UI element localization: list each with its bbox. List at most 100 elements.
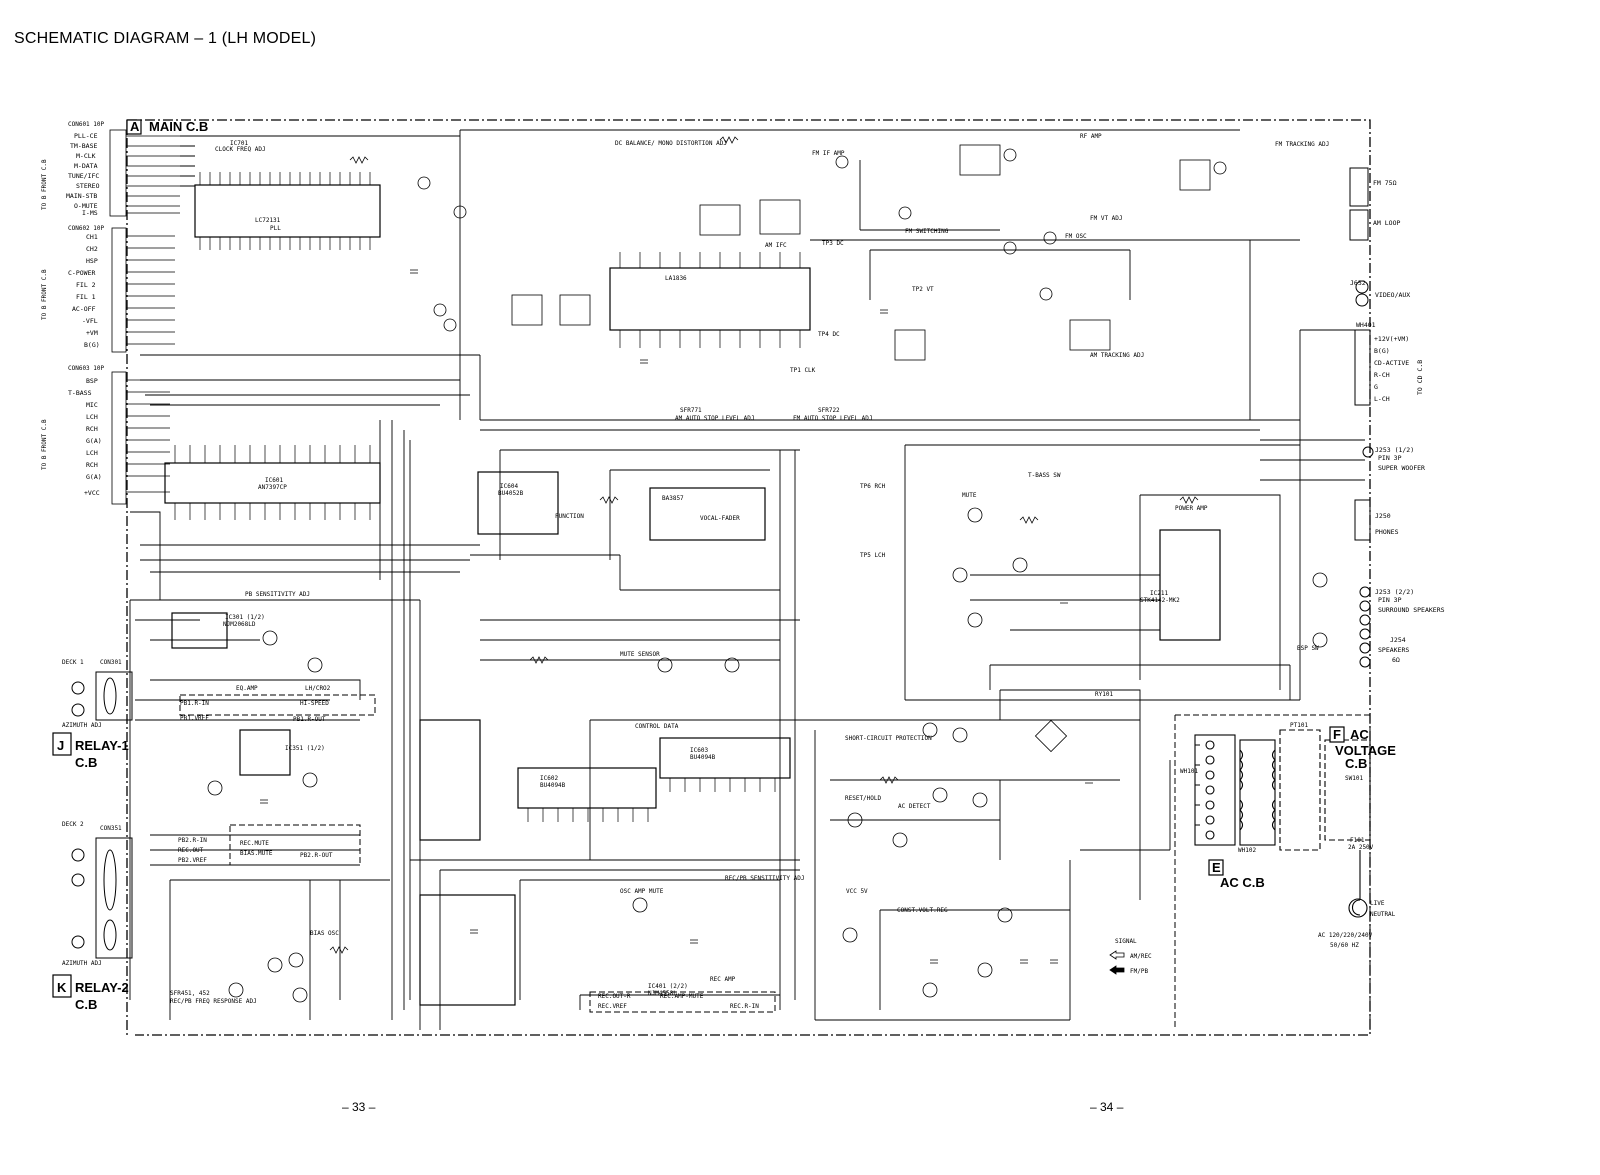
label: IC401 (2/2)	[648, 983, 688, 990]
wh401-pin: L-CH	[1374, 395, 1390, 403]
label: AC 120/220/240V	[1318, 932, 1373, 939]
label: TP5 LCH	[860, 552, 886, 559]
label: TP6 RCH	[860, 483, 886, 490]
con601-label: CON601 10P	[68, 121, 105, 128]
label: CON301	[100, 659, 122, 666]
legend-am-rec: AM/REC	[1130, 953, 1152, 960]
pin-label: LCH	[86, 413, 98, 421]
pin-label: HSP	[86, 257, 98, 265]
label: BIAS OSC	[310, 930, 339, 937]
pin-label: -VFL	[82, 317, 98, 325]
label: CONST.VOLT.REG	[897, 907, 948, 914]
label: IC301 (1/2)	[225, 614, 265, 621]
to-front-label-2: TO B FRONT C.B	[41, 269, 48, 320]
ic-blocks	[164, 184, 1221, 1006]
wiring	[129, 129, 1370, 1030]
label: PB1.R-OUT	[293, 716, 326, 723]
label: AN7397CP	[258, 484, 287, 491]
label: BU4094B	[540, 782, 566, 789]
label: WH102	[1238, 847, 1256, 854]
voltage-cb-sub1: VOLTAGE	[1335, 743, 1396, 758]
pin-label: RCH	[86, 425, 98, 433]
label: LA1836	[665, 275, 687, 282]
label: NJM4558L	[648, 990, 677, 997]
label: FUNCTION	[555, 513, 584, 520]
label: 50/60 HZ	[1330, 942, 1359, 949]
ac-section	[1194, 729, 1371, 918]
to-front-label-1: TO B FRONT C.B	[41, 159, 48, 210]
signal-legend: SIGNAL AM/REC FM/PB	[1109, 938, 1152, 975]
voltage-cb-name: AC	[1350, 727, 1369, 742]
component-marks	[207, 136, 1328, 1003]
label: DECK 2	[62, 821, 84, 828]
wh401-pin: B(G)	[1374, 347, 1390, 355]
fm-pb-arrow-icon	[1109, 965, 1125, 975]
pin-label: G(A)	[86, 437, 102, 445]
label: FM IF AMP	[812, 150, 845, 157]
label: STK4142-MK2	[1140, 597, 1180, 604]
label: EQ.AMP	[236, 685, 258, 692]
pin-label: MAIN-STB	[66, 192, 97, 200]
relay1-sub: C.B	[75, 755, 97, 770]
pin-label: RCH	[86, 461, 98, 469]
label: REC.OUT	[178, 847, 204, 854]
label: AC DETECT	[898, 803, 931, 810]
pin3p-2-label: PIN 3P	[1378, 596, 1402, 604]
pin-label: PLL-CE	[74, 132, 98, 140]
main-board-badge: A MAIN C.B	[126, 119, 208, 135]
pin-label: LCH	[86, 449, 98, 457]
label: REC AMP	[710, 976, 736, 983]
label: REC.MUTE	[240, 840, 269, 847]
label: F101	[1350, 837, 1365, 844]
label: WH101	[1180, 768, 1198, 775]
right-jack-labels: FM 75Ω AM LOOP J652 VIDEO/AUX WH401 +12V…	[1350, 179, 1445, 664]
label: FM SWITCHING	[905, 228, 949, 235]
relay1-name: RELAY-1	[75, 738, 129, 753]
pin-label: +VM	[86, 329, 98, 337]
label: SFR451, 452	[170, 990, 210, 997]
label: VCC 5V	[846, 888, 868, 895]
label: RF AMP	[1080, 133, 1102, 140]
label: T-BASS SW	[1028, 472, 1061, 479]
to-front-label-3: TO B FRONT C.B	[41, 419, 48, 470]
wh401-pin: +12V(+VM)	[1374, 335, 1409, 343]
label: RESET/HOLD	[845, 795, 882, 802]
label: HI-SPEED	[300, 700, 329, 707]
label: PT101	[1290, 722, 1308, 729]
label: TP3 DC	[822, 240, 844, 247]
label: OSC AMP MUTE	[620, 888, 664, 895]
label: TP2 VT	[912, 286, 934, 293]
label: BU4052B	[498, 490, 524, 497]
label: RY101	[1095, 691, 1113, 698]
label: PB2.R-OUT	[300, 852, 333, 859]
relay2-name: RELAY-2	[75, 980, 129, 995]
label: LIVE	[1370, 900, 1385, 907]
label: PB2.VREF	[178, 857, 207, 864]
label: MUTE SENSOR	[620, 651, 660, 658]
label: AM AUTO STOP LEVEL ADJ	[675, 415, 754, 422]
page-title: SCHEMATIC DIAGRAM – 1 (LH MODEL)	[14, 30, 317, 47]
label: DECK 1	[62, 659, 84, 666]
label: AM TRACKING ADJ	[1090, 352, 1144, 359]
label: SFR722	[818, 407, 840, 414]
con603-label: CON603 10P	[68, 365, 105, 372]
label: IC701	[230, 140, 248, 147]
label: CLOCK FREQ ADJ	[215, 146, 266, 153]
label: BU4094B	[690, 754, 716, 761]
label: PB2.R-IN	[178, 837, 207, 844]
label: AZIMUTH ADJ	[62, 960, 102, 967]
label: REC.AMP-MUTE	[660, 993, 704, 1000]
fm-antenna-label: FM 75Ω	[1373, 179, 1397, 187]
pin3p-1-label: PIN 3P	[1378, 454, 1402, 462]
label: POWER AMP	[1175, 505, 1208, 512]
con602-pin-labels: CH1 CH2 HSP C-POWER FIL 2 FIL 1 AC-OFF -…	[68, 233, 100, 349]
main-board-name: MAIN C.B	[149, 119, 208, 134]
con603-pin-labels: BSP T-BASS MIC LCH RCH G(A) LCH RCH G(A)…	[68, 377, 102, 497]
label: BIAS.MUTE	[240, 850, 273, 857]
ac-cb-name: AC C.B	[1220, 875, 1265, 890]
tape-heads	[71, 671, 133, 959]
pin-label: FIL 1	[76, 293, 96, 301]
surround-label: SURROUND SPEAKERS	[1378, 606, 1445, 614]
relay2-badge: K RELAY-2 C.B	[52, 974, 129, 1012]
label: DC BALANCE/ MONO DISTORTION ADJ	[615, 140, 727, 147]
